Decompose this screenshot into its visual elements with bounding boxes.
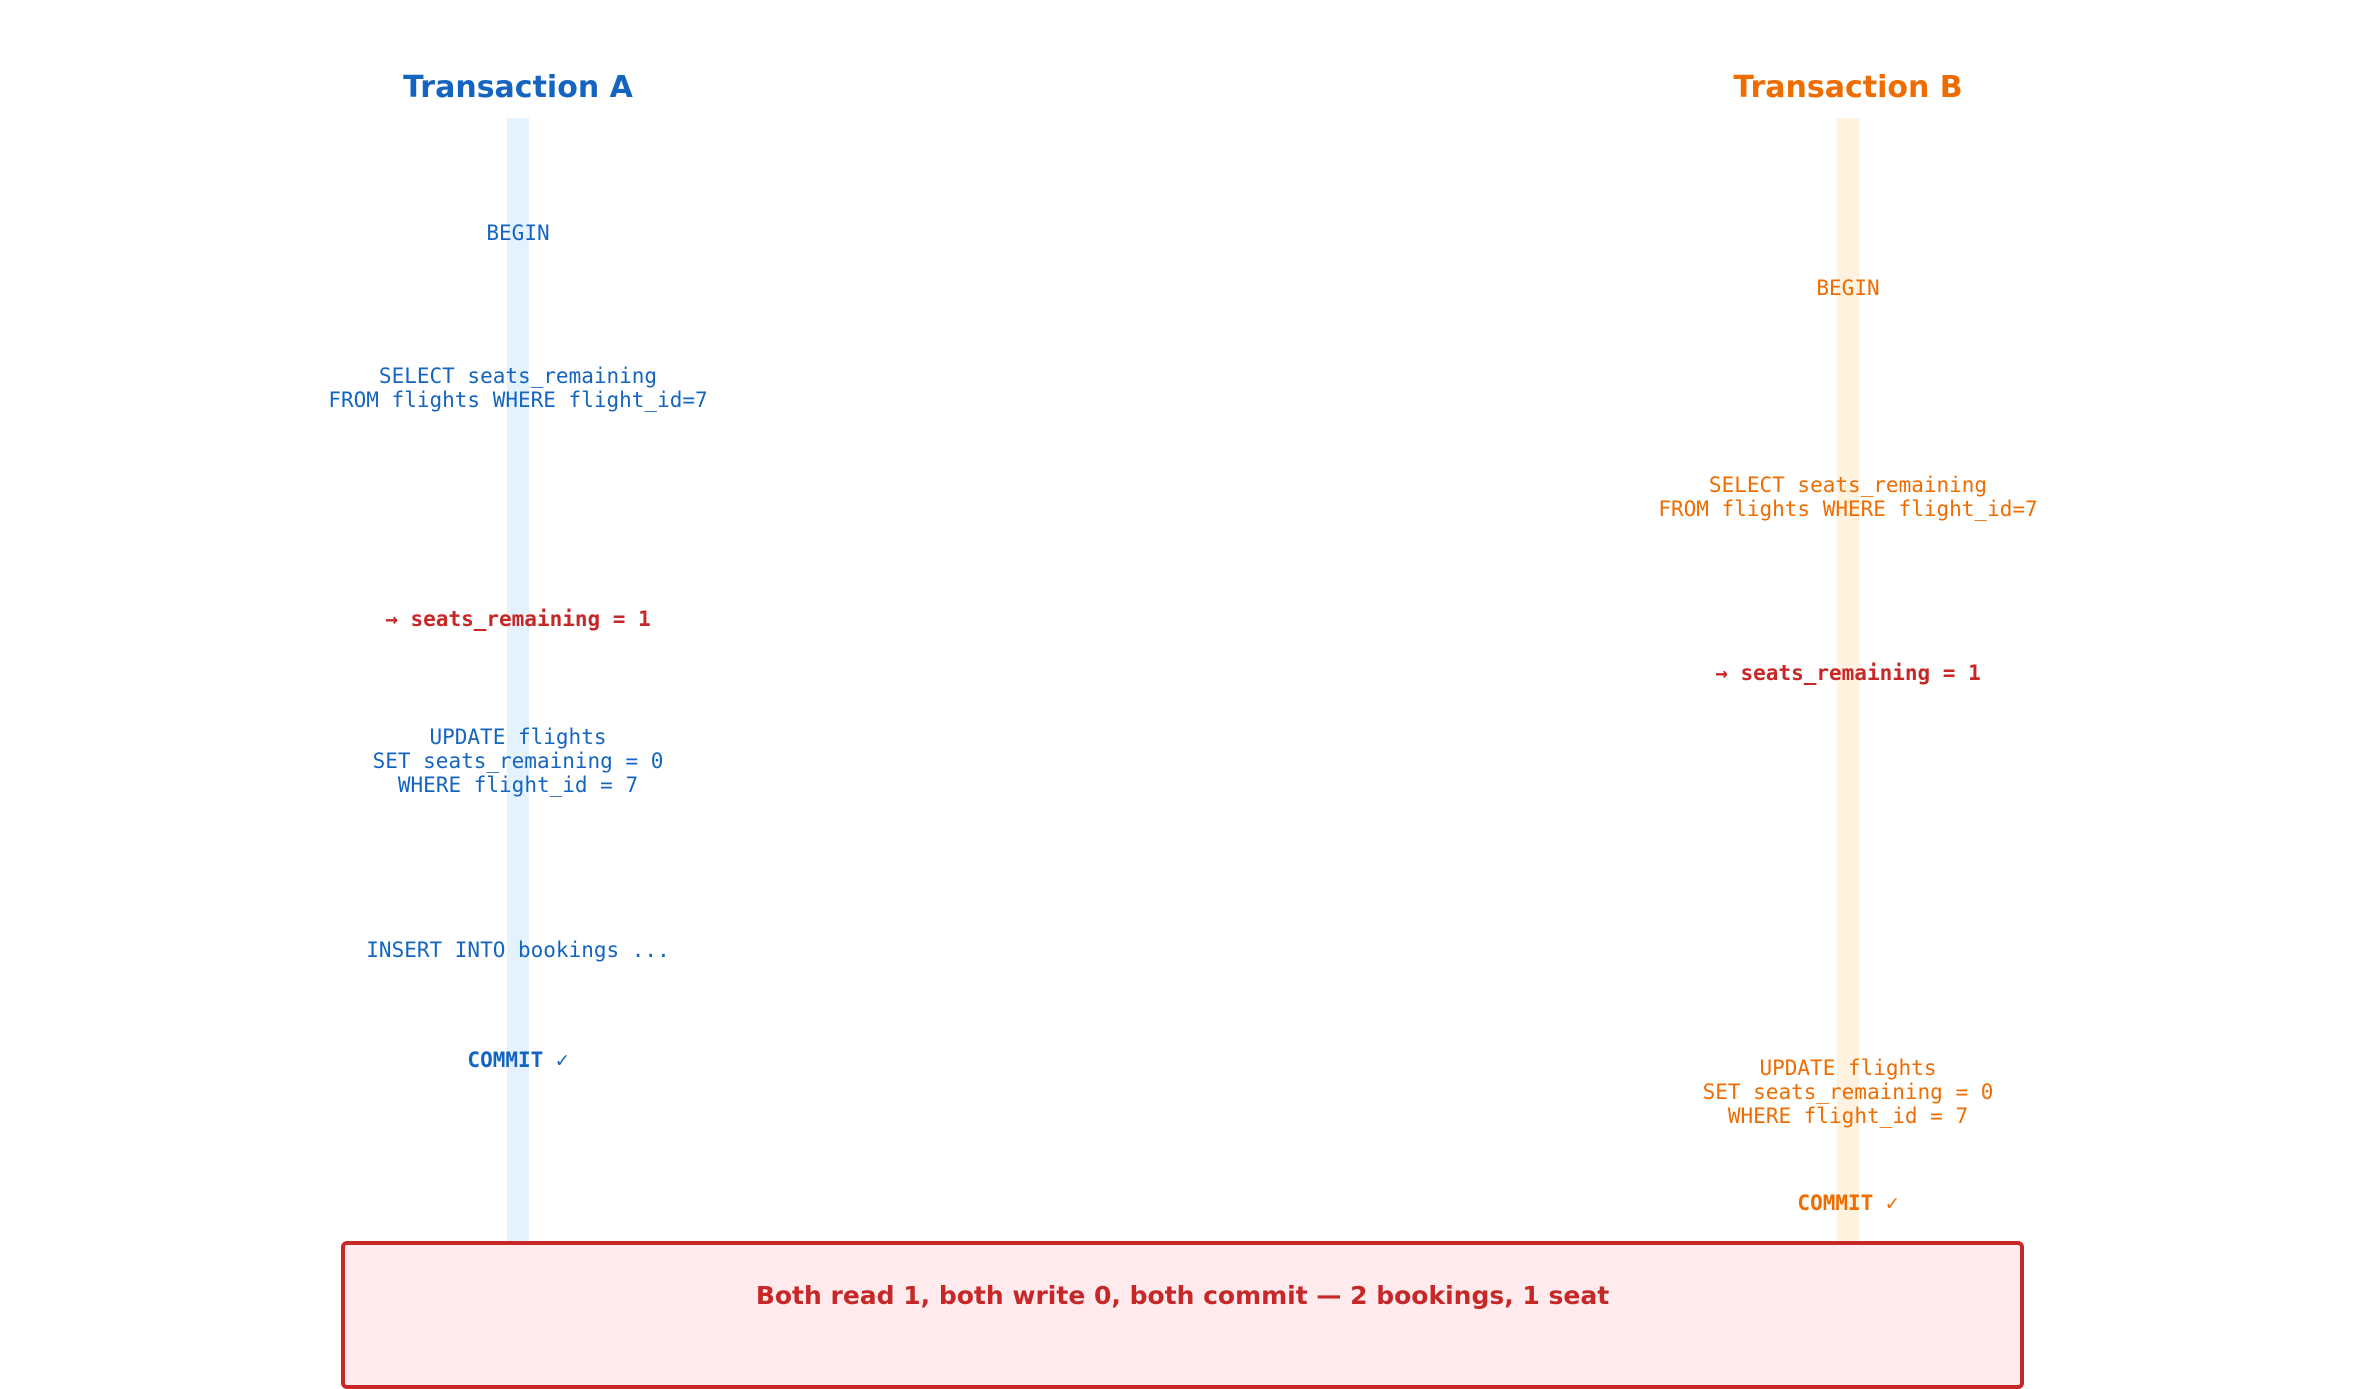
b-read-result: → seats_remaining = 1 <box>1715 661 1981 685</box>
a-update-step: UPDATE flights SET seats_remaining = 0 W… <box>372 725 664 797</box>
a-begin-step: BEGIN <box>486 221 550 245</box>
b-commit-step: COMMIT ✓ <box>1797 1191 1899 1215</box>
transaction-b-lifeline <box>1837 118 1859 1241</box>
summary-callout: Both read 1, both write 0, both commit —… <box>341 1241 2024 1389</box>
a-insert-step: INSERT INTO bookings ... <box>366 938 670 962</box>
summary-text: Both read 1, both write 0, both commit —… <box>755 1281 1610 1310</box>
b-begin-step: BEGIN <box>1816 276 1880 300</box>
a-read-result: → seats_remaining = 1 <box>385 607 651 631</box>
b-select-step: SELECT seats_remaining FROM flights WHER… <box>1658 473 2038 521</box>
a-commit-step: COMMIT ✓ <box>467 1048 569 1072</box>
b-update-step: UPDATE flights SET seats_remaining = 0 W… <box>1702 1056 1994 1128</box>
transaction-a-title: Transaction A <box>403 70 633 105</box>
transaction-b-title: Transaction B <box>1733 70 1963 105</box>
transaction-a-lifeline <box>507 118 529 1241</box>
a-select-step: SELECT seats_remaining FROM flights WHER… <box>328 364 708 412</box>
